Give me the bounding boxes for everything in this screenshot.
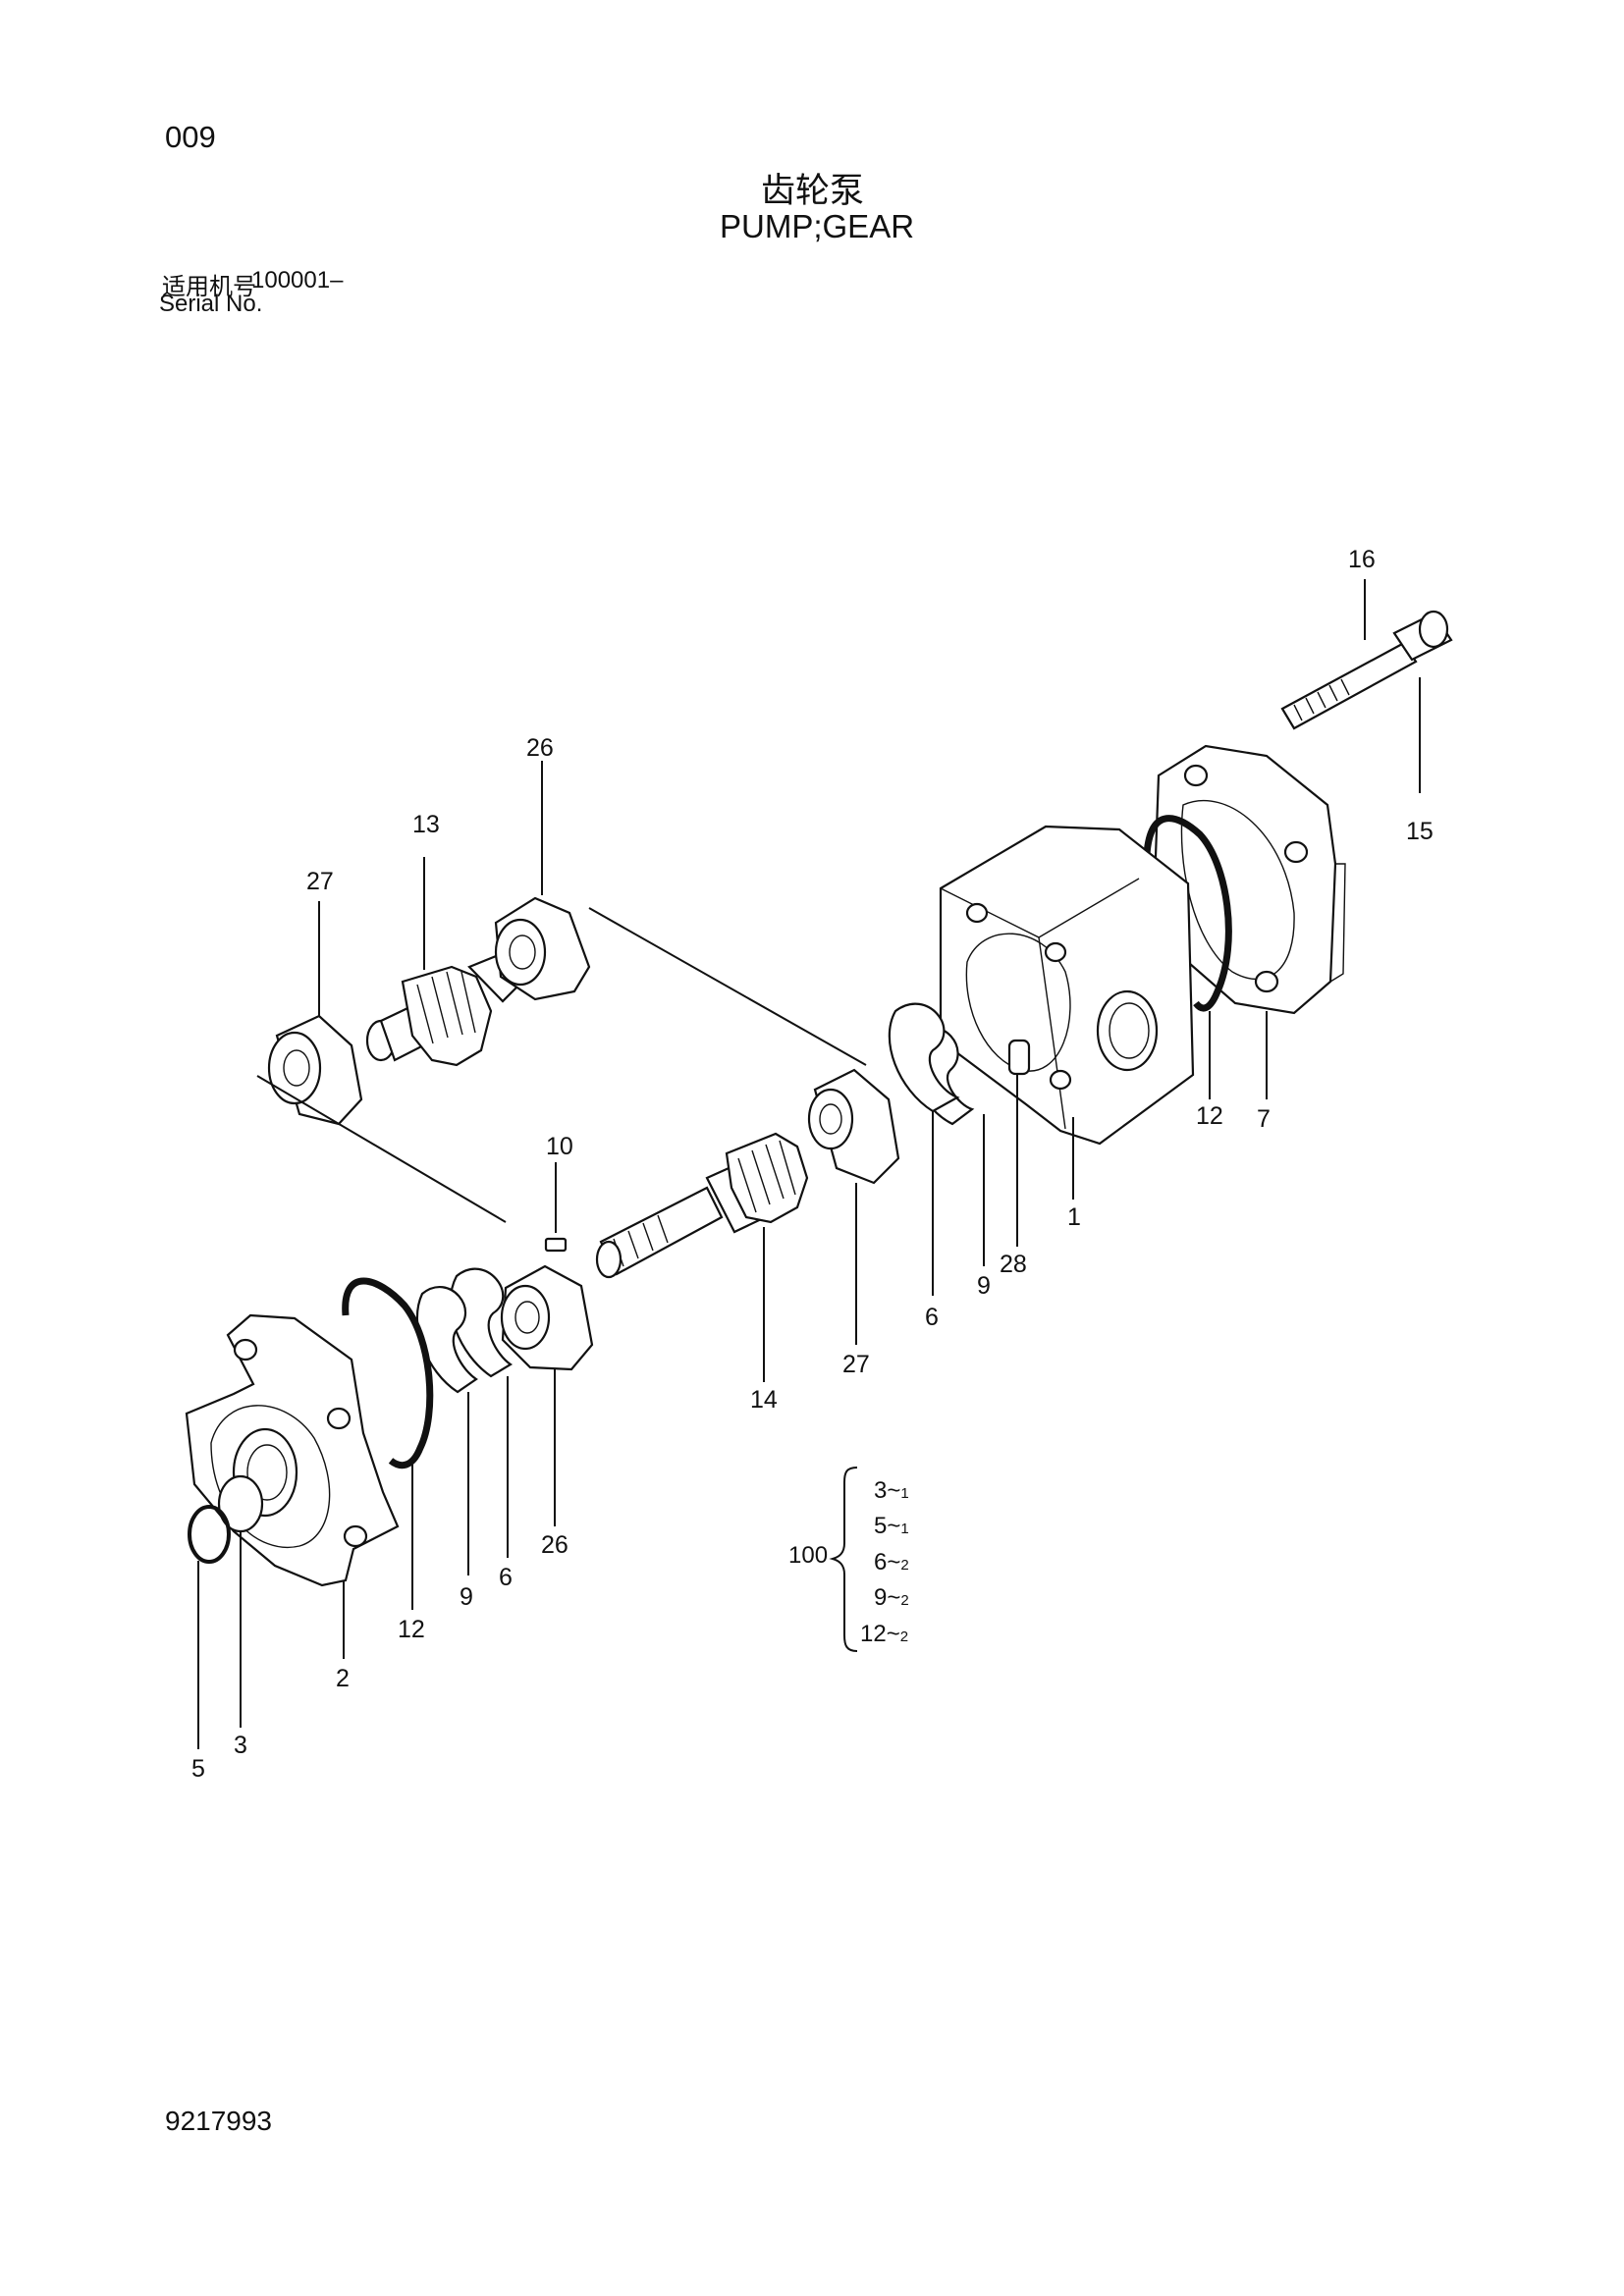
bushing-26-upper — [494, 896, 591, 1001]
bushing-27-lower — [807, 1068, 900, 1185]
callout-label: 9 — [460, 1583, 473, 1611]
o-ring-left — [342, 1277, 434, 1469]
callout-label: 9 — [977, 1272, 991, 1300]
bolt-part — [1280, 610, 1453, 730]
callout-label: 13 — [412, 811, 440, 838]
kit-item: 9~2 — [874, 1584, 909, 1611]
pump-body-part — [939, 825, 1195, 1146]
callout-label: 26 — [541, 1531, 568, 1559]
callout-label: 15 — [1406, 818, 1434, 845]
callout-label: 3 — [234, 1732, 247, 1759]
kit-item: 12~2 — [860, 1621, 908, 1647]
callout-label: 26 — [526, 734, 554, 762]
driven-gear-part — [365, 952, 522, 1067]
callout-label: 12 — [398, 1616, 425, 1643]
kit-item: 3~1 — [874, 1477, 909, 1504]
title-english: PUMP;GEAR — [720, 208, 915, 244]
seal-6-upper — [888, 1002, 960, 1113]
kit-item: 6~2 — [874, 1549, 909, 1575]
bushing-26-lower — [500, 1264, 594, 1371]
callout-label: 2 — [336, 1665, 350, 1692]
drive-gear-shaft-part — [595, 1132, 809, 1279]
callout-label: 27 — [306, 868, 334, 895]
callout-label: 1 — [1067, 1203, 1081, 1231]
page-code: 009 — [165, 120, 216, 154]
callout-label: 27 — [842, 1351, 870, 1378]
title-chinese: 齿轮泵 — [761, 172, 865, 210]
callout-label: 6 — [499, 1564, 513, 1591]
callout-label: 7 — [1257, 1105, 1271, 1133]
serial-label-chinese: 适用机号 — [162, 274, 256, 300]
rear-flange-part — [1153, 744, 1346, 1015]
serial-value: 100001– — [251, 267, 344, 294]
o-ring-right — [1143, 815, 1232, 1012]
snap-ring-part — [188, 1505, 231, 1564]
svg-text:9~2: 9~2 — [874, 1584, 909, 1611]
kit-item: 5~1 — [874, 1513, 909, 1539]
bushing-27-upper — [267, 1014, 363, 1126]
callout-labels: 16 15 26 13 27 12 7 1 28 9 6 27 10 14 26… — [191, 546, 1434, 1783]
dowel-pin-part — [1007, 1039, 1031, 1076]
front-cover-part — [185, 1313, 400, 1587]
callout-label: 28 — [1000, 1251, 1027, 1278]
callout-label: 6 — [925, 1304, 939, 1331]
footer-document-code: 9217993 — [165, 2106, 273, 2136]
svg-text:3~1: 3~1 — [874, 1477, 909, 1504]
serial-label-english: Serial No. — [159, 291, 263, 317]
callout-label: 10 — [546, 1133, 573, 1160]
callout-label: 5 — [191, 1755, 205, 1783]
callout-label: 12 — [1196, 1102, 1223, 1130]
repair-kit-list: 100 3~1 5~1 6~2 9~2 12~2 — [788, 1467, 909, 1652]
callout-label: 16 — [1348, 546, 1376, 573]
kit-number: 100 — [788, 1542, 828, 1569]
callout-label: 14 — [750, 1386, 778, 1414]
key-part — [544, 1237, 568, 1253]
svg-text:12~2: 12~2 — [860, 1621, 908, 1647]
svg-text:5~1: 5~1 — [874, 1513, 909, 1539]
svg-text:6~2: 6~2 — [874, 1549, 909, 1575]
